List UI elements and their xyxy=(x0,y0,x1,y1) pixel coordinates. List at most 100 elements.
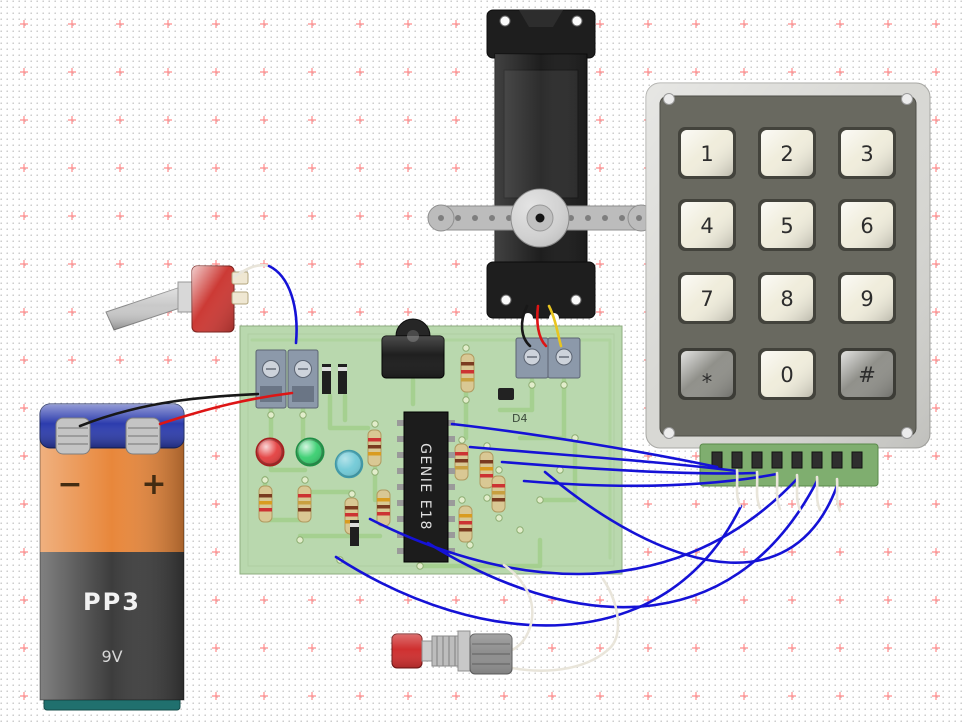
led-shine xyxy=(257,439,283,465)
servo-bottom-notch xyxy=(523,313,533,323)
key-label: 8 xyxy=(780,287,793,311)
keypad[interactable]: 1 2 3 4 5 6 xyxy=(645,82,931,487)
battery-plus-label: + xyxy=(141,467,166,502)
battery-terminal-positive xyxy=(125,417,161,455)
battery-terminal-negative xyxy=(55,417,91,455)
keypad-connector[interactable] xyxy=(699,443,879,487)
terminal-block-servo[interactable] xyxy=(515,337,581,379)
servo-motor[interactable] xyxy=(427,9,655,323)
switch-body-shine xyxy=(192,266,234,332)
genie-chip[interactable]: GENIE E18 xyxy=(397,411,455,563)
resistor[interactable] xyxy=(460,353,475,393)
resistor[interactable] xyxy=(367,429,382,467)
battery-voltage-label: 9V xyxy=(101,647,122,666)
pushbutton-bushing xyxy=(431,635,459,667)
wire-pushbutton-1[interactable] xyxy=(502,563,534,652)
wire-servo-yellow[interactable] xyxy=(547,304,563,348)
resistor[interactable] xyxy=(258,485,273,523)
cap-shine xyxy=(336,451,362,477)
terminal-block-power[interactable] xyxy=(255,349,319,409)
key-label: # xyxy=(858,363,876,387)
keypad-key-4[interactable]: 4 xyxy=(678,199,736,251)
keypad-key-8[interactable]: 8 xyxy=(758,272,816,324)
battery-type-label: PP3 xyxy=(83,588,141,616)
key-label: 4 xyxy=(700,214,713,238)
chip-label: GENIE E18 xyxy=(417,443,433,531)
keypad-screw xyxy=(901,93,913,105)
key-label: 6 xyxy=(860,214,873,238)
key-label: 1 xyxy=(700,142,713,166)
resistors[interactable] xyxy=(258,353,506,543)
wire-servo-red[interactable] xyxy=(535,304,548,348)
silk-label-d4: D4 xyxy=(512,412,527,425)
keypad-screw xyxy=(901,427,913,439)
pushbutton-cap-shine xyxy=(392,634,422,668)
servo-mount-hole xyxy=(500,294,512,306)
wire-keypad-3[interactable] xyxy=(500,460,759,475)
servo-bottom-flange xyxy=(486,261,596,319)
keypad-key-2[interactable]: 2 xyxy=(758,127,816,179)
wire-keypad-7[interactable] xyxy=(334,504,743,627)
keypad-key-7[interactable]: 7 xyxy=(678,272,736,324)
resistor[interactable] xyxy=(376,489,391,527)
toggle-switch[interactable] xyxy=(105,265,249,333)
key-label: 7 xyxy=(700,287,713,311)
key-label: 3 xyxy=(860,142,873,166)
chip-pins xyxy=(397,420,455,554)
wire-switch-stub[interactable] xyxy=(232,263,271,279)
switch-terminal-2 xyxy=(231,291,249,305)
push-button[interactable] xyxy=(391,630,513,675)
wiring[interactable] xyxy=(78,263,842,672)
keypad-key-6[interactable]: 6 xyxy=(838,199,896,251)
keypad-key-star[interactable]: * xyxy=(678,348,736,400)
disc-capacitor[interactable] xyxy=(334,449,364,479)
wire-pushbutton-2[interactable] xyxy=(510,577,620,672)
key-label: 0 xyxy=(780,363,793,387)
keypad-stub-wires[interactable] xyxy=(735,468,842,513)
wire-battery-negative[interactable] xyxy=(78,392,260,428)
keypad-key-5[interactable]: 5 xyxy=(758,199,816,251)
resistor[interactable] xyxy=(297,485,312,523)
led-green[interactable] xyxy=(295,437,325,467)
wire-keypad-2[interactable] xyxy=(468,445,739,473)
key-label: 5 xyxy=(780,214,793,238)
battery-9v[interactable]: − + PP3 9V xyxy=(39,403,185,711)
wire-battery-positive[interactable] xyxy=(158,391,294,426)
keypad-key-9[interactable]: 9 xyxy=(838,272,896,324)
servo-horn[interactable] xyxy=(427,188,655,248)
power-jack[interactable] xyxy=(381,318,445,379)
keypad-key-3[interactable]: 3 xyxy=(838,127,896,179)
servo-hub-screw xyxy=(535,213,545,223)
servo-mount-hole xyxy=(571,15,583,27)
servo-mount-hole xyxy=(499,15,511,27)
servo-top-notch xyxy=(519,10,563,27)
wire-switch-signal[interactable] xyxy=(267,264,298,345)
connector-pins xyxy=(711,451,863,469)
keypad-key-1[interactable]: 1 xyxy=(678,127,736,179)
switch-lever-shine xyxy=(106,286,192,330)
pushbutton-body xyxy=(469,633,513,675)
transistor[interactable] xyxy=(498,388,514,400)
circuit-board[interactable]: D4 xyxy=(239,318,623,575)
resistor[interactable] xyxy=(491,475,506,513)
wire-servo-black[interactable] xyxy=(520,304,532,348)
battery-shading xyxy=(40,438,184,700)
key-label: * xyxy=(702,370,713,394)
wire-keypad-8[interactable] xyxy=(543,470,839,564)
keypad-screw xyxy=(663,427,675,439)
resistor[interactable] xyxy=(454,443,469,481)
led-shine xyxy=(297,439,323,465)
keypad-key-0[interactable]: 0 xyxy=(758,348,816,400)
pushbutton-collar xyxy=(421,640,433,662)
resistor[interactable] xyxy=(458,505,473,543)
resistor[interactable] xyxy=(479,451,494,489)
keypad-key-hash[interactable]: # xyxy=(838,348,896,400)
wire-keypad-5[interactable] xyxy=(368,477,799,576)
diode-pair[interactable] xyxy=(322,364,347,394)
pushbutton-nut xyxy=(457,630,471,672)
led-red[interactable] xyxy=(255,437,285,467)
key-label: 9 xyxy=(860,287,873,311)
wire-keypad-1[interactable] xyxy=(450,422,719,469)
diode-small[interactable] xyxy=(350,520,359,546)
